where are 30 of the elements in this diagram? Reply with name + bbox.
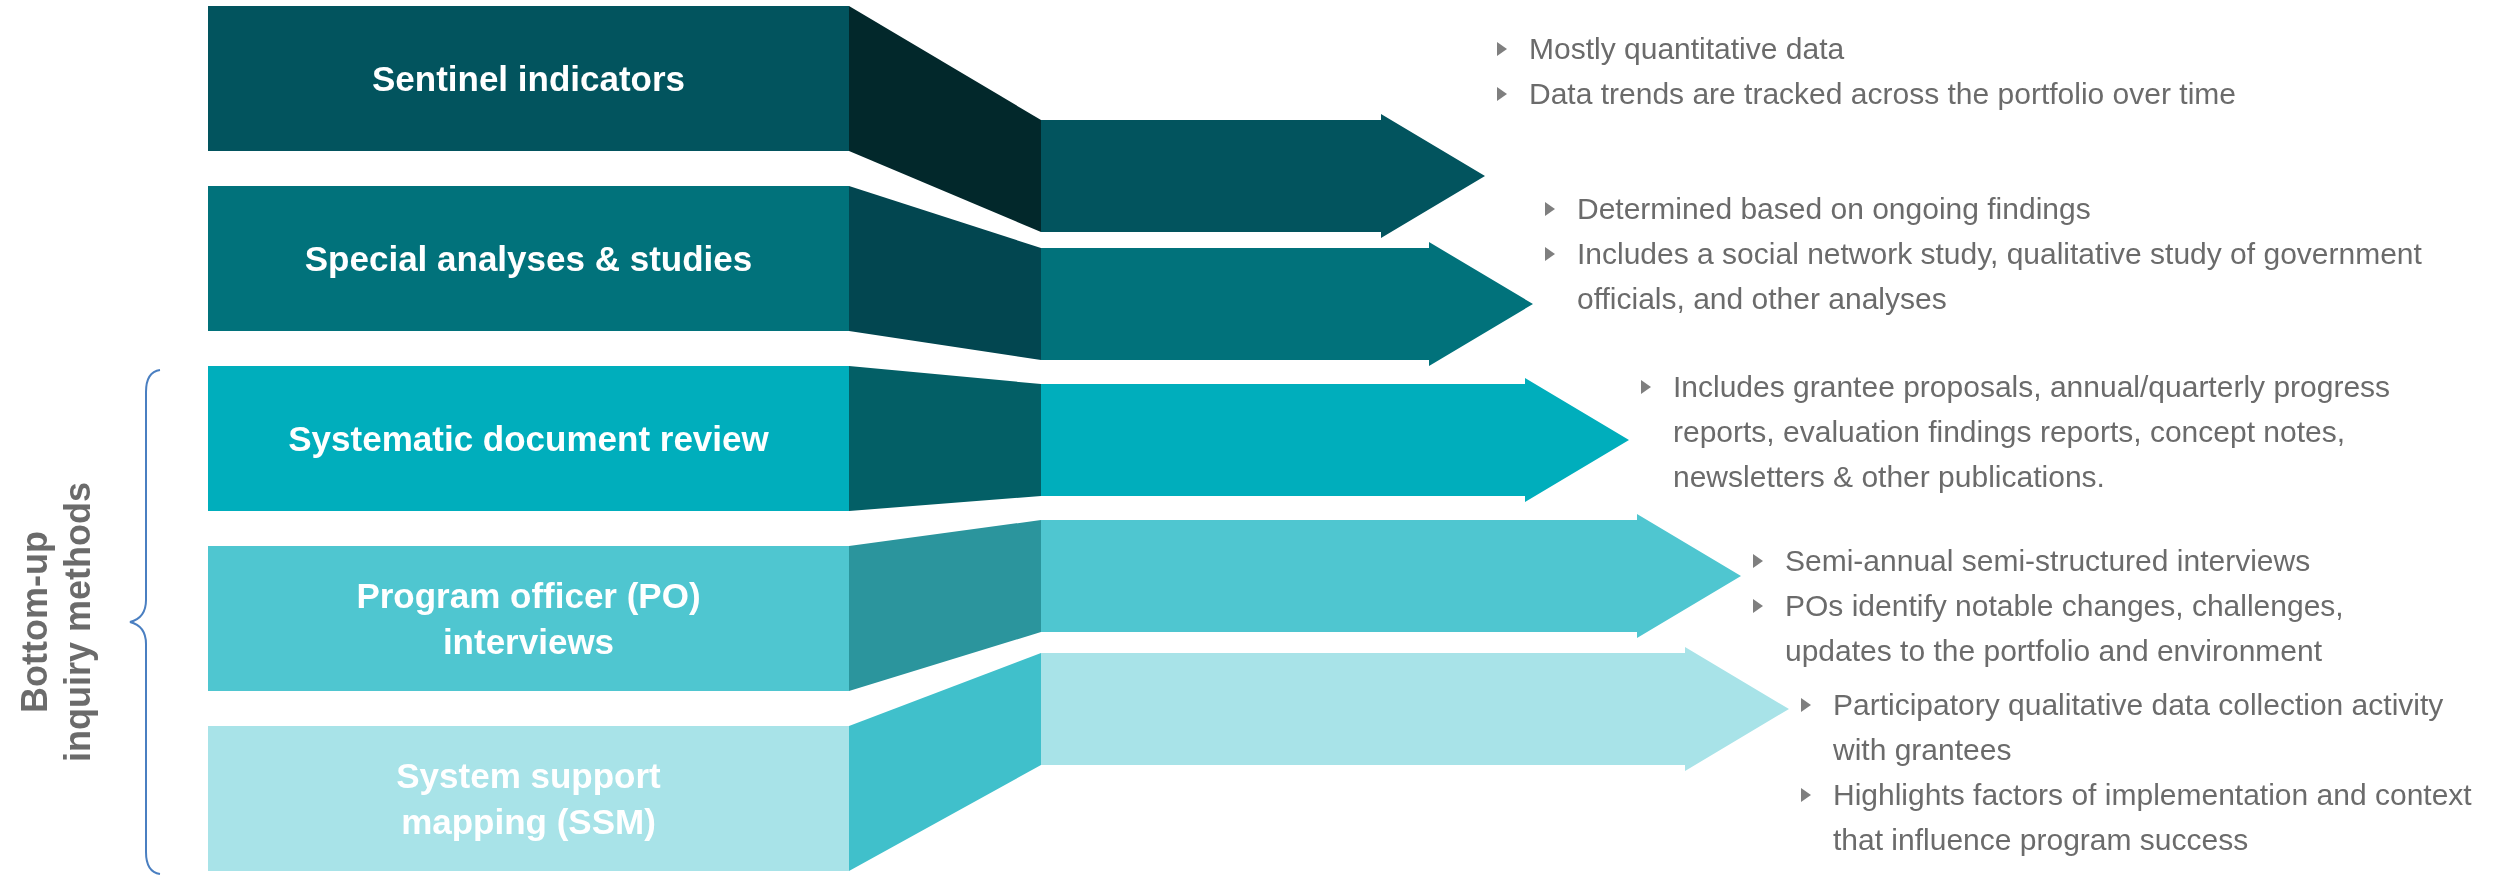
group-label: Bottom-up inquiry methods bbox=[12, 481, 99, 764]
block-arrow bbox=[1041, 242, 1533, 366]
fold-band bbox=[849, 520, 1041, 691]
method-title: System support mapping (SSM) bbox=[395, 755, 662, 843]
bullet-text: Data trends are tracked across the portfolio over time bbox=[1529, 76, 2236, 112]
method-box bbox=[208, 186, 849, 331]
method-title: Systematic document review bbox=[288, 417, 769, 460]
fold-band bbox=[849, 653, 1041, 871]
fold-band bbox=[849, 6, 1041, 232]
block-arrow bbox=[1041, 514, 1741, 638]
method-box bbox=[208, 546, 849, 691]
fold-band bbox=[849, 366, 1041, 511]
bullet-text: Highlights factors of implementation and context that influence program success bbox=[1833, 777, 2473, 858]
bullet-text: Participatory qualitative data collection activity with grantees bbox=[1833, 687, 2445, 768]
bullet-text: Determined based on ongoing findings bbox=[1577, 191, 2091, 227]
fold-band bbox=[849, 186, 1041, 360]
block-arrow bbox=[1041, 647, 1789, 771]
bullet-text: Includes grantee proposals, annual/quarterly progress reports, evaluation findings reports, concept notes, newsletters & other publications. bbox=[1673, 369, 2392, 495]
bullet-text: POs identify notable changes, challenges, updates to the portfolio and environment bbox=[1785, 588, 2345, 669]
bullet-text: Semi-annual semi-structured interviews bbox=[1785, 543, 2311, 579]
method-box bbox=[208, 6, 849, 151]
method-title: Sentinel indicators bbox=[371, 57, 686, 100]
bullet-text: Includes a social network study, qualitative study of government officials, and other analyses bbox=[1577, 236, 2423, 317]
bullet-text: Mostly quantitative data bbox=[1529, 31, 1845, 67]
block-arrow bbox=[1041, 378, 1629, 502]
method-box bbox=[208, 366, 849, 511]
block-arrow bbox=[1041, 114, 1485, 238]
method-title: Special analyses & studies bbox=[304, 237, 753, 280]
method-box bbox=[208, 726, 849, 871]
method-title: Program officer (PO) interviews bbox=[355, 575, 702, 663]
